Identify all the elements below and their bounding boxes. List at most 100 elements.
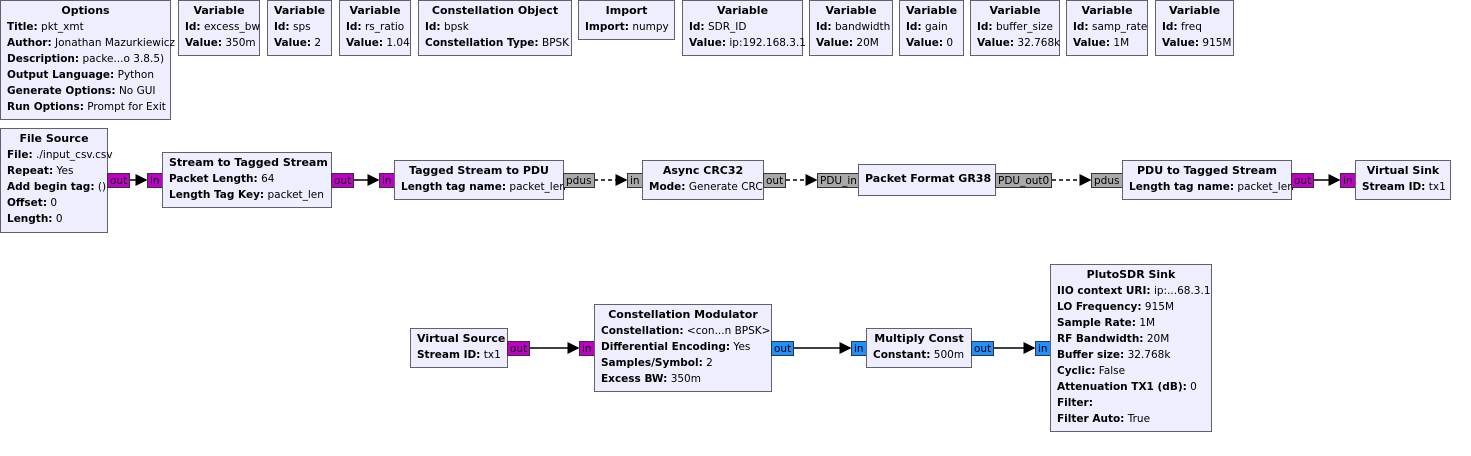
param-row: Value: 0 [906,37,954,49]
virtual-sink-block[interactable]: Virtual Sink Stream ID: tx1 [1355,160,1451,200]
constellation-object-block[interactable]: Constellation Object Id: bpsk Constellat… [418,0,572,56]
pktfmt-in-port[interactable]: PDU_in [817,173,859,188]
variable-bandwidth-block[interactable]: Variable Id: bandwidth Value: 20M [809,0,893,56]
block-title: Variable [716,4,769,17]
stream-to-tagged-stream-block[interactable]: Stream to Tagged Stream Packet Length: 6… [162,152,332,208]
block-title: Variable [193,4,245,17]
variable-gain-block[interactable]: Variable Id: gain Value: 0 [899,0,964,56]
block-title: File Source [19,132,89,145]
param-row: Constellation: <con...n BPSK> [601,325,771,337]
block-title: PDU to Tagged Stream [1137,164,1277,177]
param-row: RF Bandwidth: 20M [1057,333,1170,345]
pdu-to-tagged-stream-block[interactable]: PDU to Tagged Stream Length tag name: pa… [1122,160,1294,200]
param-row: Import: numpy [585,21,669,33]
vsink-in-port[interactable]: in [1340,173,1356,188]
param-row: Attenuation TX1 (dB): 0 [1057,381,1197,393]
block-title: Variable [906,4,958,17]
param-row: Author: Jonathan Mazurkiewicz [7,37,176,49]
block-title: Variable [989,4,1041,17]
param-row: LO Frequency: 915M [1057,301,1175,313]
cmod-in-port[interactable]: in [579,341,595,356]
param-row: Value: 2 [274,37,322,49]
param-row: Filter Auto: True [1057,413,1151,425]
param-row: Cyclic: False [1057,365,1126,377]
crc-in-port[interactable]: in [627,173,643,188]
param-row: Id: excess_bw [185,21,260,33]
packet-format-gr38-block[interactable]: Packet Format GR38 [858,164,996,196]
variable-rs-ratio-block[interactable]: Variable Id: rs_ratio Value: 1.04 [339,0,411,56]
param-row: Value: 1.04 [346,37,410,49]
vsource-out-port[interactable]: out [507,341,530,356]
mult-out-port[interactable]: out [971,341,994,356]
param-row: Id: freq [1162,21,1202,33]
cmod-out-port[interactable]: out [771,341,794,356]
param-row: Id: samp_rate [1073,21,1148,33]
param-row: Generate Options: No GUI [7,85,156,97]
param-row: Buffer size: 32.768k [1057,349,1171,361]
param-row: Id: sps [274,21,311,33]
block-title: Constellation Modulator [608,308,758,321]
param-row: Id: buffer_size [977,21,1053,33]
param-row: Repeat: Yes [7,165,74,177]
block-title: Virtual Source [417,332,506,345]
block-title: Multiply Const [874,332,964,345]
block-title: Import [605,4,648,17]
param-row: Value: 20M [816,37,879,49]
ts2pdu-in-port[interactable]: in [379,173,395,188]
param-row: Id: gain [906,21,948,33]
param-row: Value: 350m [185,37,256,49]
param-row: Output Language: Python [7,69,155,81]
block-title: Variable [1168,4,1221,17]
variable-sps-block[interactable]: Variable Id: sps Value: 2 [267,0,332,56]
plutosdr-sink-block[interactable]: PlutoSDR Sink IIO context URI: ip:...68.… [1050,264,1212,432]
pluto-in-port[interactable]: in [1035,341,1051,356]
mult-in-port[interactable]: in [851,341,867,356]
param-row: Id: bandwidth [816,21,891,33]
param-row: Stream ID: tx1 [417,349,501,361]
variable-buffer-size-block[interactable]: Variable Id: buffer_size Value: 32.768k [970,0,1060,56]
tagged-stream-to-pdu-block[interactable]: Tagged Stream to PDU Length tag name: pa… [394,160,566,200]
param-row: Value: 32.768k [977,37,1061,49]
s2ts-out-port[interactable]: out [331,173,354,188]
param-row: Constellation Type: BPSK [425,37,570,49]
param-row: Filter: [1057,397,1093,409]
ts2pdu-pdus-port[interactable]: pdus [563,173,595,188]
variable-excess-bw-block[interactable]: Variable Id: excess_bw Value: 350m [178,0,260,56]
param-row: Excess BW: 350m [601,373,701,385]
pdu2ts-out-port[interactable]: out [1291,173,1314,188]
block-title: Async CRC32 [662,164,744,177]
block-title: Variable [349,4,401,17]
virtual-source-block[interactable]: Virtual Source Stream ID: tx1 [410,328,508,368]
crc-out-port[interactable]: out [763,173,786,188]
pktfmt-out-port[interactable]: PDU_out0 [995,173,1052,188]
s2ts-in-port[interactable]: in [147,173,163,188]
param-row: Constant: 500m [873,349,965,361]
block-title: Virtual Sink [1366,164,1440,177]
async-crc32-block[interactable]: Async CRC32 Mode: Generate CRC [642,160,764,200]
options-block[interactable]: Options Title: pkt_xmt Author: Jonathan … [0,0,176,120]
variable-sdr-id-block[interactable]: Variable Id: SDR_ID Value: ip:192.168.3.… [682,0,806,56]
param-row: Add begin tag: () [7,181,107,193]
param-row: Title: pkt_xmt [7,21,84,33]
param-row: Length Tag Key: packet_len [169,189,324,201]
multiply-const-block[interactable]: Multiply Const Constant: 500m [866,328,972,368]
block-title: Variable [1081,4,1133,17]
pdu2ts-in-port[interactable]: pdus [1091,173,1123,188]
param-row: Stream ID: tx1 [1362,181,1446,193]
block-title: Packet Format GR38 [865,172,992,185]
param-row: Packet Length: 64 [169,173,275,185]
param-row: Offset: 0 [7,197,58,209]
import-block[interactable]: Import Import: numpy [578,0,675,40]
param-row: Value: 915M [1162,37,1232,49]
variable-samp-rate-block[interactable]: Variable Id: samp_rate Value: 1M [1066,0,1148,56]
constellation-modulator-block[interactable]: Constellation Modulator Constellation: <… [594,304,772,392]
param-row: Id: bpsk [425,21,469,33]
param-row: Length tag name: packet_len [401,181,566,193]
file-source-block[interactable]: File Source File: ./input_csv.csv Repeat… [0,128,113,233]
variable-freq-block[interactable]: Variable Id: freq Value: 915M [1155,0,1234,56]
param-row: Samples/Symbol: 2 [601,357,713,369]
file-source-out-port[interactable]: out [107,173,130,188]
param-row: File: ./input_csv.csv [7,149,113,161]
param-row: Mode: Generate CRC [649,181,763,193]
